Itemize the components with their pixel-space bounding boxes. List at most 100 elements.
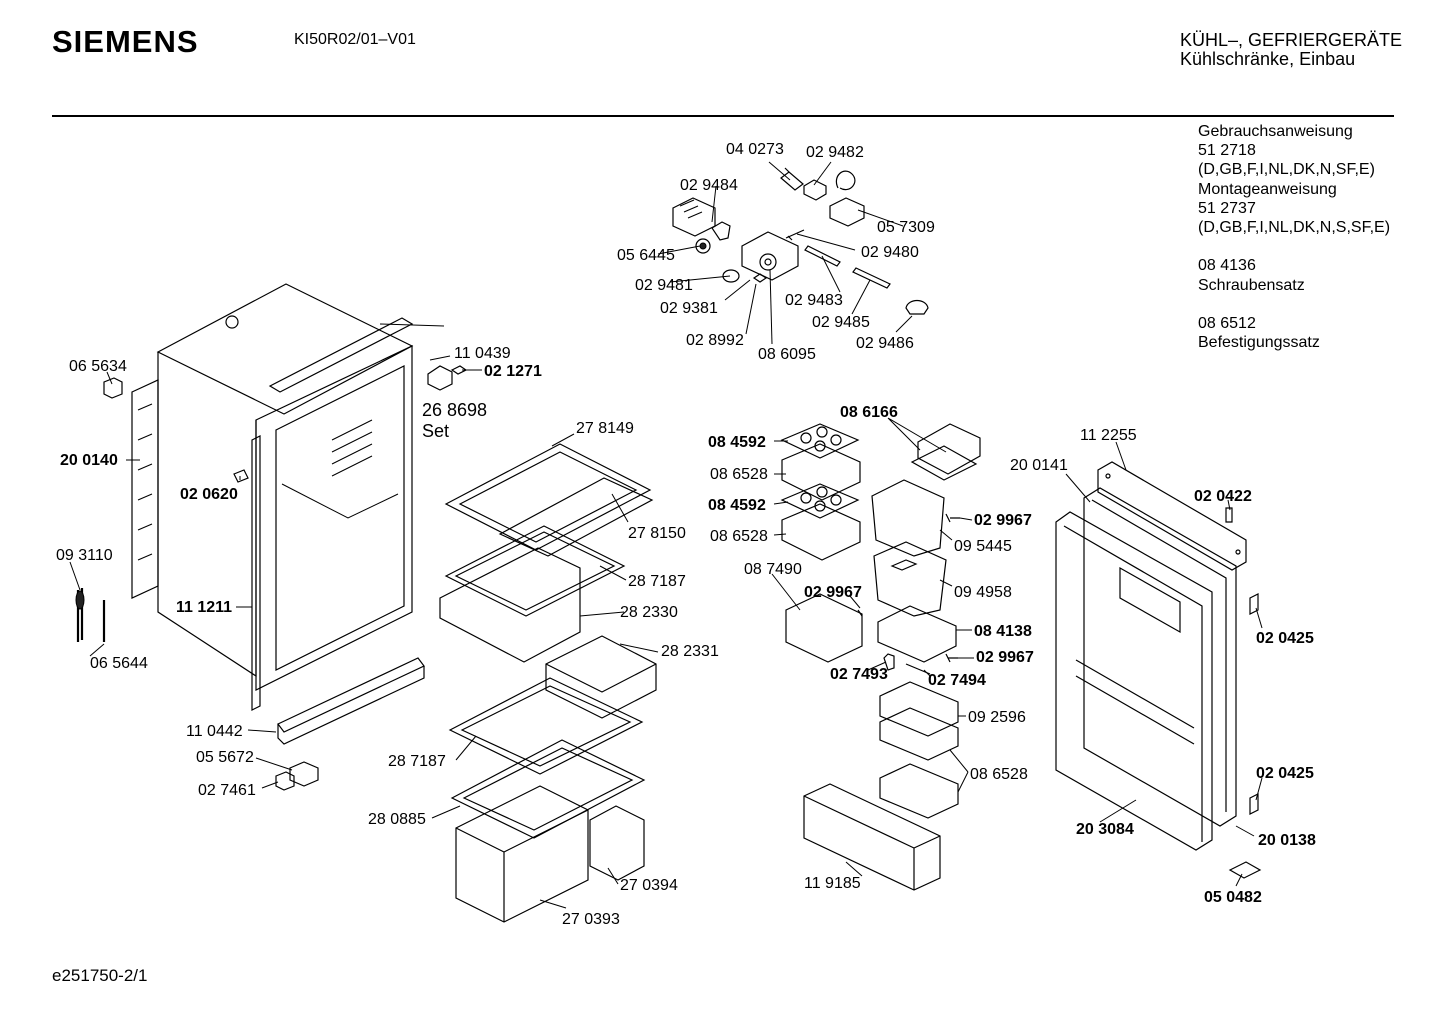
- part-number: 08 4138: [974, 623, 1032, 640]
- door-liner-edge: [1063, 525, 1203, 842]
- leader-line: [611, 493, 629, 523]
- leader-line: [1099, 799, 1137, 823]
- part-number: 27 0393: [562, 911, 620, 928]
- leader-line: [1235, 825, 1255, 837]
- thermostat-body: [829, 197, 865, 227]
- door-bin: [877, 605, 957, 663]
- part-number: 02 9482: [806, 144, 864, 161]
- leader-line: [949, 749, 969, 793]
- part-number: 05 7309: [877, 219, 935, 236]
- top-mounting-rail: [268, 317, 414, 393]
- leader-line: [1115, 441, 1127, 471]
- part-number: 02 1271: [484, 363, 542, 380]
- leader-line: [887, 417, 947, 453]
- switch-housing: [672, 197, 716, 237]
- part-number: 02 0425: [1256, 765, 1314, 782]
- butter-compartment-lid: [910, 445, 978, 481]
- door-bin: [879, 707, 959, 761]
- glass-shelf: [450, 739, 646, 839]
- door-inner-liner: [1055, 511, 1213, 851]
- shelf-glass: [458, 451, 638, 543]
- glass-shelf: [444, 525, 626, 617]
- spring-clip: [785, 229, 805, 241]
- part-number: 02 9967: [974, 512, 1032, 529]
- capillary-coil: [835, 170, 856, 191]
- part-number: 06 5634: [69, 358, 127, 375]
- part-number: 08 6528: [710, 466, 768, 483]
- doc-line: Befestigungssatz: [1198, 334, 1320, 352]
- leader-line: [429, 355, 451, 361]
- door-assembly: 11 2255 20 0141 02 0422 02 0425 02 0425 …: [1010, 427, 1316, 906]
- part-number: 28 0885: [368, 811, 426, 828]
- part-number: 09 3110: [56, 547, 113, 564]
- leader-line: [455, 735, 477, 761]
- leader-line: [771, 573, 801, 611]
- egg-slot: [800, 492, 812, 504]
- tray: [545, 635, 657, 719]
- door-bin: [879, 763, 959, 819]
- knob-center: [699, 242, 707, 250]
- shelf-glass-inner: [454, 531, 616, 611]
- leader-line: [845, 861, 863, 877]
- leader-line: [247, 729, 277, 733]
- bottle-shelf-edge: [803, 795, 941, 890]
- leader-line: [1255, 777, 1263, 801]
- leader-line: [1255, 607, 1263, 629]
- drawing-id: e251750-2/1: [52, 966, 148, 985]
- part-number: 11 0442: [186, 723, 243, 740]
- part-number: 02 7461: [198, 782, 256, 799]
- brand-logo: SIEMENS: [52, 24, 199, 59]
- leader-line: [1235, 873, 1243, 887]
- part-number: 11 1211: [176, 599, 232, 616]
- screw-icon: [857, 609, 863, 617]
- leader-line: [261, 781, 279, 789]
- part-number: 28 2330: [620, 604, 678, 621]
- leader-line: [895, 315, 913, 333]
- strip-hole: [1105, 473, 1111, 479]
- part-number: 02 8992: [686, 332, 744, 349]
- part-number: 20 0140: [60, 452, 118, 469]
- doc-line: Montageanweisung: [1198, 180, 1337, 198]
- leader-line: [851, 279, 871, 315]
- leader-line: [857, 209, 904, 227]
- screw-icon: [945, 513, 960, 523]
- egg-tray: [780, 423, 860, 459]
- vent-clip: [103, 377, 123, 399]
- knob-insert: [752, 273, 768, 283]
- bottom-rail: [277, 657, 425, 733]
- push-rod: [852, 267, 891, 289]
- thermostat-assembly: 04 0273 02 9482 02 9484 05 7309 05 6445 …: [617, 141, 935, 363]
- leader-line: [89, 643, 105, 657]
- part-number: 02 9480: [861, 244, 919, 261]
- part-number: 08 6528: [970, 766, 1028, 783]
- part-number: 20 0138: [1258, 832, 1316, 849]
- part-number: 02 7494: [928, 672, 986, 689]
- leader-line: [579, 611, 625, 617]
- door-bin: [781, 443, 861, 501]
- leader-line: [431, 805, 461, 819]
- control-housing: [741, 231, 799, 281]
- crisper-drawer-edge: [455, 809, 589, 922]
- leader-line: [379, 323, 445, 327]
- part-number: 20 0141: [1010, 457, 1068, 474]
- side-strip: [251, 435, 261, 711]
- inner-back-line: [281, 483, 399, 519]
- flap-handle: [890, 559, 918, 571]
- egg-tray: [780, 483, 860, 519]
- cabinet-inner-opening: [275, 365, 405, 671]
- hinge-spring: [883, 653, 895, 671]
- doc-line: 51 2718: [1198, 142, 1256, 160]
- condenser-grill: [131, 379, 159, 599]
- door-bracket: [1228, 861, 1262, 879]
- compartment-flap: [873, 541, 947, 617]
- leader-line: [607, 867, 619, 885]
- leader-line: [773, 501, 789, 505]
- part-number: 05 6445: [617, 247, 675, 264]
- egg-slot: [830, 434, 842, 446]
- shelves-drawers-group: 27 8149 27 8150 28 7187 28 2330 28 2331 …: [368, 420, 719, 928]
- door-hinge-strip: [1097, 461, 1247, 571]
- leader-line: [599, 565, 627, 581]
- leader-line: [1227, 499, 1231, 511]
- part-number: 02 9483: [785, 292, 843, 309]
